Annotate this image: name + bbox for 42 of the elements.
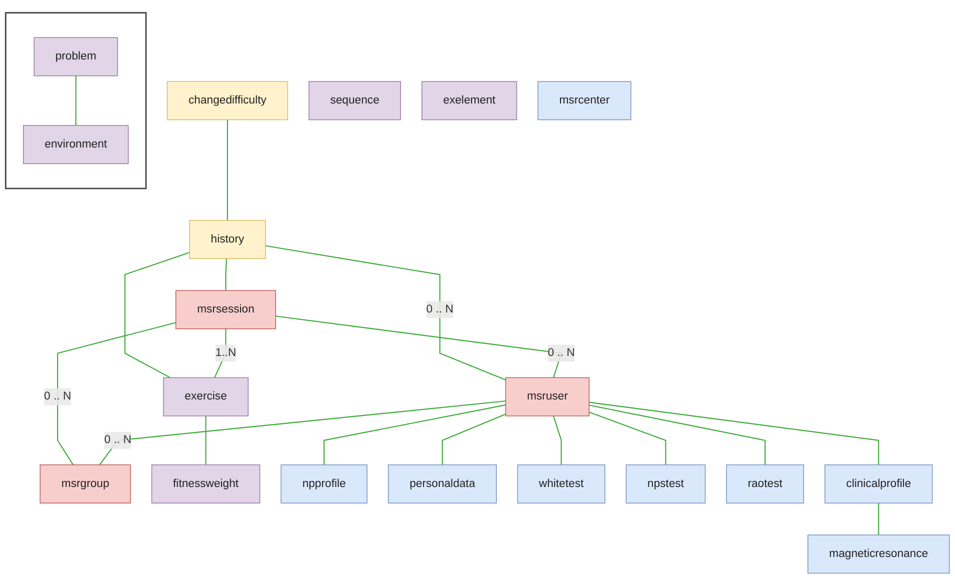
node-box: changedifficulty <box>166 81 288 120</box>
connector <box>589 402 880 465</box>
edge-label: 0 .. N <box>44 390 72 402</box>
connector <box>205 416 206 465</box>
node-box: exelement <box>422 81 518 120</box>
edge-label: 0 .. N <box>426 303 454 316</box>
node-box: clinicalprofile <box>824 464 933 504</box>
connector <box>57 322 176 466</box>
connector <box>878 503 880 535</box>
connector <box>324 404 506 465</box>
node-box: history <box>189 220 266 259</box>
node-box: msruser <box>505 377 590 416</box>
node-box: magneticresonance <box>808 534 950 574</box>
node-box: msrgroup <box>40 464 131 504</box>
node-box: npprofile <box>280 464 368 504</box>
connector <box>552 416 562 465</box>
node-box: personaldata <box>388 464 497 504</box>
node-box: environment <box>23 125 129 164</box>
node-box: raotest <box>726 464 804 504</box>
connector <box>226 120 228 220</box>
node-box: sequence <box>308 81 401 120</box>
connector <box>225 258 228 291</box>
connector <box>588 412 666 465</box>
connector <box>442 414 506 465</box>
node-box: msrsession <box>175 290 276 330</box>
cluster <box>4 12 147 190</box>
edge-label: 0 .. N <box>104 434 132 446</box>
edge-label: 1..N <box>215 346 236 359</box>
node-box: problem <box>34 37 118 76</box>
connector <box>124 252 190 378</box>
connector <box>265 245 506 380</box>
edge-label: 0 .. N <box>548 346 575 359</box>
node-box: fitnessweight <box>151 464 260 504</box>
connector <box>276 316 562 378</box>
connector <box>75 76 76 126</box>
node-box: whitetest <box>517 464 606 504</box>
connector <box>214 328 226 378</box>
connector <box>589 404 766 465</box>
node-box: msrcenter <box>538 81 632 120</box>
connector <box>99 400 506 466</box>
node-box: exercise <box>163 377 248 416</box>
node-box: npstest <box>626 464 706 504</box>
